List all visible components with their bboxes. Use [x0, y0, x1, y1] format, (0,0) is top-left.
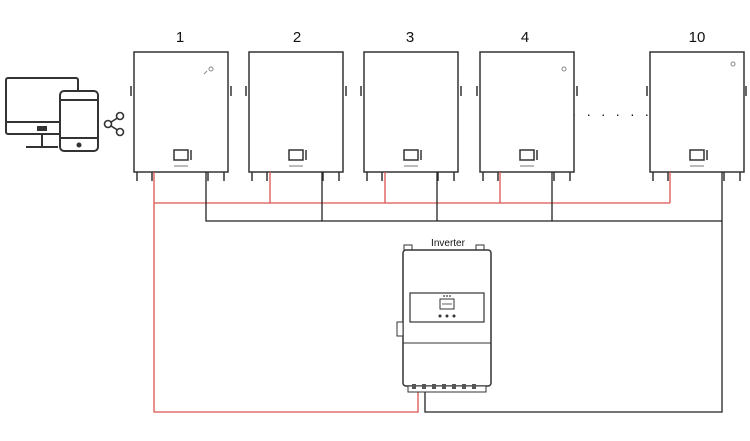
battery-10-display-icon: [689, 149, 708, 161]
inverter-display: [409, 292, 485, 323]
battery-unit-1: [130, 51, 232, 181]
monitor-and-phone-icon: [5, 77, 99, 152]
battery-4-display-icon: [519, 149, 538, 161]
battery-unit-10: [646, 51, 747, 181]
inverter-label: Inverter: [431, 238, 466, 249]
positive-cable: [153, 172, 671, 413]
battery-unit-4: [476, 51, 578, 181]
battery-4-number: 4: [521, 29, 529, 46]
inverter-terminals: [407, 384, 487, 393]
battery-2-display-icon: [288, 149, 307, 161]
battery-10-number: 10: [689, 29, 706, 46]
battery-unit-2: [245, 51, 347, 181]
battery-1-display-icon: [173, 149, 192, 161]
battery-1-number: 1: [176, 29, 184, 46]
battery-3-display-icon: [403, 149, 422, 161]
negative-cable: [205, 172, 723, 413]
ellipsis: · · · · · ·: [572, 106, 652, 122]
share-icon: [103, 111, 125, 137]
inverter-unit: [396, 244, 492, 393]
battery-2-number: 2: [293, 29, 301, 46]
battery-3-number: 3: [406, 29, 414, 46]
battery-unit-3: [360, 51, 462, 181]
